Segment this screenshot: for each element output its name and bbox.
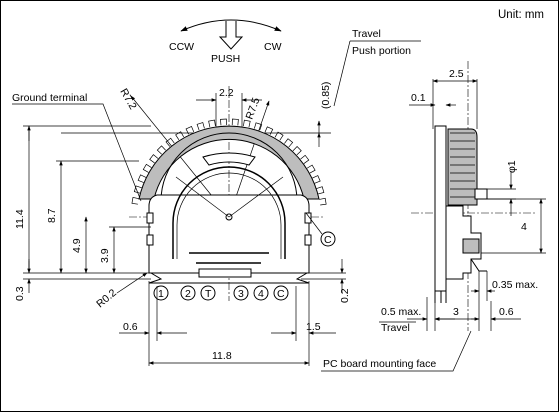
- knurl-tooth: [254, 122, 263, 131]
- hub-common-label: C: [324, 234, 332, 246]
- knurl-tooth: [175, 131, 185, 141]
- knurl-tooth: [284, 138, 294, 148]
- dim-width-118: 11.8: [212, 350, 232, 362]
- dim-radius-72: R7.2: [117, 87, 139, 112]
- dim-offset-15: 1.5: [306, 321, 321, 333]
- knurl-tooth: [185, 125, 195, 135]
- hub-common-marker: [320, 231, 336, 247]
- knurl-tooth: [300, 154, 310, 164]
- dim-side-width-3: 3: [453, 306, 459, 318]
- knurl-tooth: [142, 163, 152, 173]
- knurl-tooth: [292, 146, 302, 156]
- knurl-tooth: [220, 118, 227, 126]
- terminal-label-2: 2: [185, 288, 191, 300]
- knurl-tooth: [208, 119, 216, 128]
- terminal-label-4: 4: [258, 288, 264, 300]
- dim-knob-width: 2.2: [219, 87, 234, 99]
- push-portion-callout: Push portion: [352, 45, 411, 57]
- dim-side-height-4: 4: [521, 221, 527, 233]
- side-travel-label: Travel: [381, 322, 410, 334]
- knurl-tooth: [133, 185, 142, 194]
- push-label: PUSH: [211, 53, 240, 65]
- dim-height-114: 11.4: [14, 209, 26, 229]
- knurl-tooth: [156, 145, 166, 155]
- cw-label: CW: [264, 41, 282, 53]
- dim-height-87: 8.7: [46, 208, 58, 223]
- dim-push-travel: (0.85): [320, 82, 332, 109]
- terminal-labels: [153, 285, 289, 301]
- knurl-tooth: [196, 122, 205, 131]
- terminal-label-1: 1: [158, 288, 164, 300]
- knurl-tooth: [137, 174, 147, 183]
- knurl-tooth: [165, 137, 175, 147]
- encoder-front-body: [131, 118, 327, 284]
- terminal-label-3: 3: [238, 288, 244, 300]
- pc-board-face-callout: PC board mounting face: [323, 358, 436, 370]
- knurl-tooth: [149, 154, 159, 164]
- dim-gap-02: 0.2: [339, 288, 351, 303]
- knurl-tooth: [306, 164, 316, 174]
- knurl-tooth: [243, 119, 251, 128]
- dim-height-49: 4.9: [71, 238, 83, 253]
- dim-side-06: 0.6: [499, 306, 514, 318]
- dim-side-035-max: 0.35 max.: [492, 279, 538, 291]
- travel-callout: Travel: [352, 28, 381, 40]
- dim-height-03: 0.3: [14, 286, 26, 301]
- dim-side-width-25: 2.5: [449, 68, 464, 80]
- knurl-tooth: [312, 175, 321, 184]
- knurl-tooth: [231, 118, 239, 126]
- terminal-label-c: C: [277, 288, 285, 300]
- knurl-tooth: [131, 197, 139, 205]
- dim-height-39: 3.9: [99, 248, 111, 263]
- knurl-tooth: [264, 126, 274, 135]
- unit-label: Unit: mm: [498, 9, 544, 21]
- terminal-label-t: T: [205, 288, 212, 300]
- dim-side-05-max: 0.5 max.: [381, 306, 421, 318]
- dim-shaft-diameter: φ1: [506, 160, 518, 173]
- dim-offset-06: 0.6: [123, 321, 138, 333]
- knurl-tooth: [316, 186, 325, 195]
- knurl-tooth: [319, 197, 327, 206]
- ground-terminal-callout: Ground terminal: [12, 92, 87, 104]
- knurl-tooth: [274, 131, 284, 141]
- ccw-label: CCW: [169, 41, 194, 53]
- dim-radius-02: R0.2: [94, 287, 119, 311]
- dim-side-gap-01: 0.1: [411, 92, 426, 104]
- operation-direction-symbol: [180, 19, 282, 50]
